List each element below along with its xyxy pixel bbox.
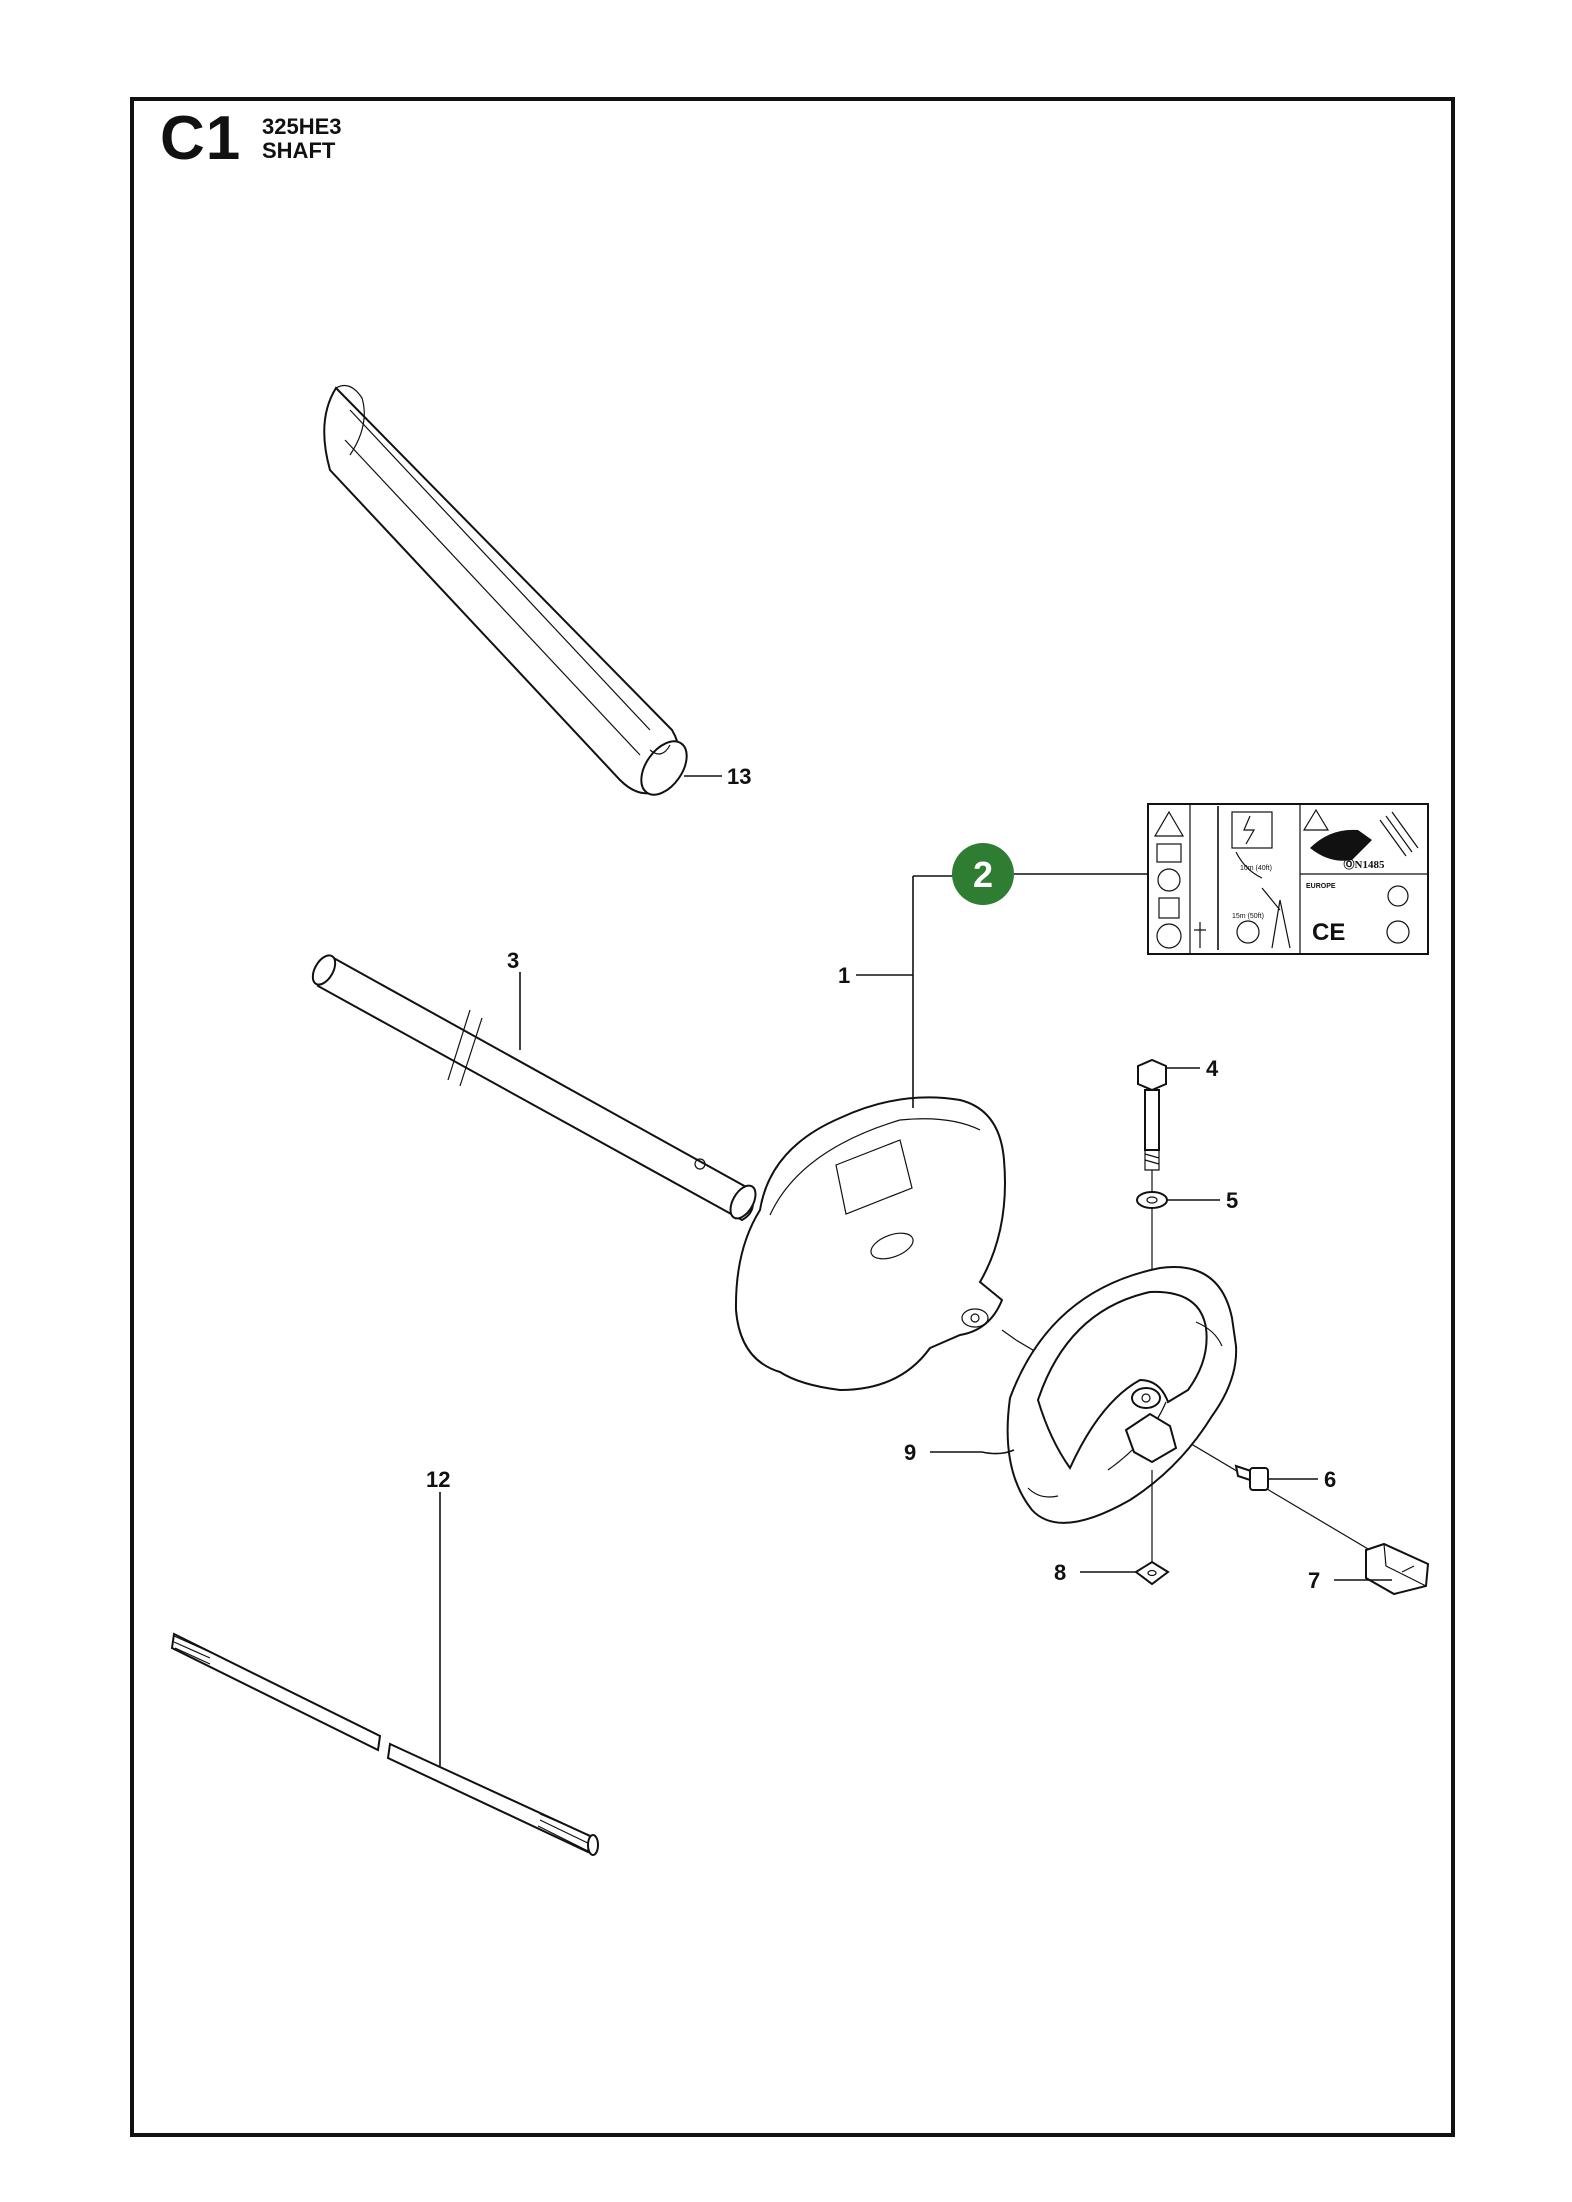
- lightning-icon: [1243, 815, 1256, 845]
- warning-triangle-icon: [1153, 810, 1185, 837]
- gs-mark-icon: [1386, 920, 1410, 944]
- callout-2: 2: [973, 854, 993, 895]
- part-4-bolt: [1137, 1058, 1167, 1171]
- part-6-screw: [1234, 1464, 1269, 1491]
- part-5-washer: [1136, 1191, 1168, 1209]
- callout-13: 13: [727, 764, 751, 789]
- part-8-nut: [1134, 1560, 1170, 1586]
- decal-region: EUROPE: [1306, 883, 1336, 890]
- page-frame: [130, 97, 1455, 2137]
- part-9-loop-handle: [1006, 1266, 1238, 1524]
- person-icon: [1194, 922, 1206, 948]
- operator-icon: [1261, 887, 1291, 949]
- callout-7: 7: [1308, 1568, 1320, 1593]
- callout-3: 3: [507, 948, 519, 973]
- warning-decal: 10m (40ft) 15m (50ft) ⓄN1485 EUROPE CE: [1147, 803, 1429, 955]
- part-13-shaft-tube: [323, 385, 688, 796]
- callout-12: 12: [426, 1467, 450, 1492]
- section-title: SHAFT: [262, 138, 336, 163]
- callout-6: 6: [1324, 1467, 1336, 1492]
- callout-5: 5: [1226, 1188, 1238, 1213]
- decal-certificate: ⓄN1485: [1344, 857, 1385, 871]
- part-1-guard: [734, 1096, 1017, 1392]
- hedge-blade-icon: [1379, 811, 1419, 857]
- certification-mark-icon: [1387, 885, 1409, 907]
- part-3-shaft: [311, 954, 757, 1222]
- callout-4: 4: [1206, 1056, 1219, 1081]
- hand-icon: [1310, 829, 1372, 861]
- model-number: 325HE3: [262, 114, 342, 139]
- no-bystander-icon: [1156, 923, 1182, 949]
- part-7-connector: [1365, 1542, 1430, 1596]
- callout-9: 9: [904, 1440, 916, 1465]
- ear-protection-icon: [1157, 868, 1181, 892]
- callout-8: 8: [1054, 1560, 1066, 1585]
- callout-1: 1: [838, 963, 850, 988]
- section-code: C1: [160, 104, 242, 173]
- decal-distance-bottom: 15m (50ft): [1232, 913, 1264, 920]
- part-12-drive-shaft: [170, 1632, 599, 1856]
- ce-mark: CE: [1312, 919, 1345, 946]
- glove-icon: [1158, 897, 1180, 919]
- hand-warning-triangle-icon: [1302, 808, 1330, 831]
- callout-2-badge: 2: [952, 843, 1014, 905]
- manual-icon: [1156, 843, 1182, 863]
- decal-distance-top: 10m (40ft): [1240, 865, 1272, 872]
- no-entry-icon: [1236, 920, 1260, 944]
